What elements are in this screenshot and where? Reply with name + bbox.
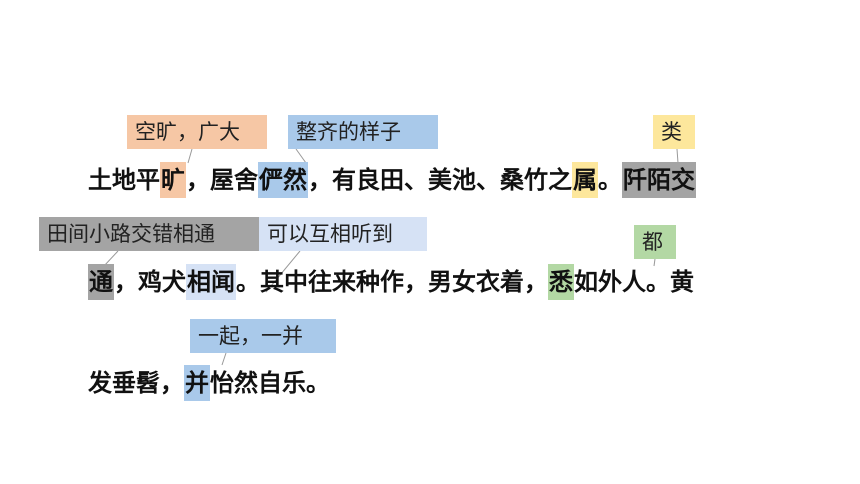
passage-line-2: 通，鸡犬相闻。其中往来种作，男女衣着，悉如外人。黄: [88, 264, 694, 300]
word-xi: 悉: [548, 264, 574, 300]
leader-bing: [221, 352, 227, 366]
text-segment: ，有良田、美池、桑竹之: [308, 165, 572, 194]
word-tong: 通: [88, 264, 114, 300]
leader-shu: [676, 148, 679, 164]
word-bing: 并: [184, 365, 210, 401]
leader-yanran: [295, 148, 307, 164]
word-xiangwen: 相闻: [186, 264, 236, 300]
leader-xiangwen: [265, 250, 301, 293]
word-yanran: 俨然: [258, 162, 308, 198]
note-yanran: 整齐的样子: [288, 115, 438, 149]
leader-xi: [653, 258, 656, 267]
note-xiangwen: 可以互相听到: [259, 217, 427, 251]
word-qianmo: 阡陌交: [622, 162, 696, 198]
text-segment: 。其中往来种作，男女衣着，: [236, 267, 548, 296]
leader-tong: [103, 250, 119, 267]
text-segment: 如外人。黄: [574, 267, 694, 296]
text-segment: 土地平: [88, 165, 160, 194]
text-segment: ，屋舍: [186, 165, 258, 194]
note-bing: 一起，一并: [190, 319, 336, 353]
word-kuang: 旷: [160, 162, 186, 198]
word-shu: 属: [572, 162, 598, 198]
note-qianmo-tong: 田间小路交错相通: [39, 217, 259, 251]
text-segment: 发垂髫，: [88, 368, 184, 397]
text-segment: 怡然自乐。: [210, 368, 330, 397]
text-segment: ，鸡犬: [114, 267, 186, 296]
text-segment: 。: [598, 165, 622, 194]
note-kuang: 空旷，广大: [127, 115, 267, 149]
note-shu: 类: [653, 115, 695, 149]
leader-kuang: [187, 148, 193, 164]
passage-line-1: 土地平旷，屋舍俨然，有良田、美池、桑竹之属。阡陌交: [88, 162, 696, 198]
note-xi: 都: [634, 225, 676, 259]
passage-line-3: 发垂髫，并怡然自乐。: [88, 365, 330, 401]
